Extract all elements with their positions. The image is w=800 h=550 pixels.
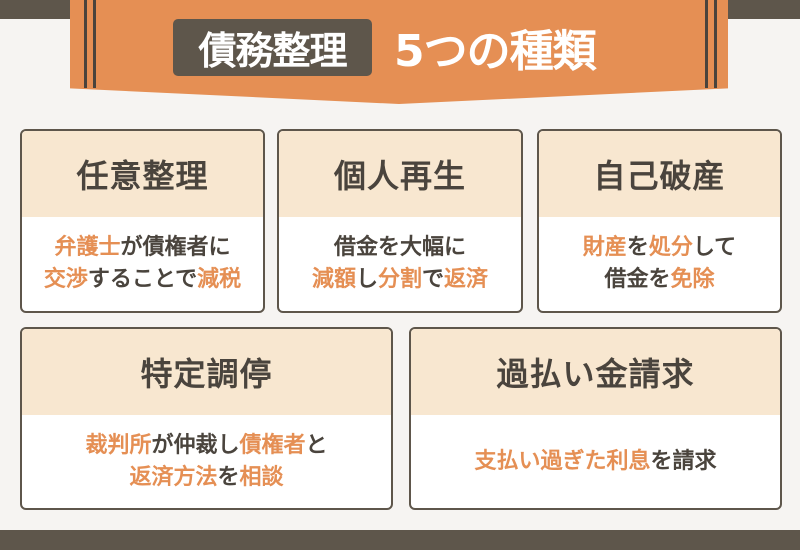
desc-line: 支払い過ぎた利息を請求 xyxy=(474,446,716,478)
card-description: 弁護士が債権者に 交渉することで減税 xyxy=(22,217,263,311)
plain-text: し xyxy=(355,267,378,292)
highlight-text: 支払い過ぎた利息 xyxy=(474,448,651,474)
desc-line: 弁護士が債権者に xyxy=(54,232,230,264)
plain-text: で xyxy=(422,267,445,292)
highlight-text: 財産 xyxy=(582,235,627,260)
card-jiko-hasan: 自己破産 財産を処分して 借金を免除 xyxy=(537,129,782,313)
plain-text: して xyxy=(692,235,737,260)
highlight-text: 分割 xyxy=(377,267,422,292)
highlight-text: 裁判所 xyxy=(85,432,152,458)
desc-line: 裁判所が仲裁し債権者と xyxy=(85,430,327,462)
highlight-text: 債権者 xyxy=(239,432,306,458)
plain-text: を xyxy=(626,235,649,260)
plain-text: を xyxy=(217,464,240,490)
card-nini-seiri: 任意整理 弁護士が債権者に 交渉することで減税 xyxy=(20,129,265,313)
desc-line: 借金を免除 xyxy=(604,264,714,296)
card-description: 財産を処分して 借金を免除 xyxy=(539,217,780,311)
desc-line: 交渉することで減税 xyxy=(44,264,241,296)
card-title: 任意整理 xyxy=(22,131,263,217)
highlight-text: 返済方法 xyxy=(129,464,218,490)
desc-line: 返済方法を相談 xyxy=(129,462,283,494)
card-description: 支払い過ぎた利息を請求 xyxy=(411,415,780,508)
highlight-text: 減額 xyxy=(311,267,356,292)
plain-text: と xyxy=(305,432,328,458)
highlight-text: 免除 xyxy=(670,267,715,292)
card-description: 借金を大幅に 減額し分割で返済 xyxy=(279,217,521,311)
highlight-text: 返済 xyxy=(444,267,489,292)
plain-text: 借金を大幅に xyxy=(333,235,466,260)
plain-text: が仲裁し xyxy=(151,432,240,458)
plain-text: 借金を xyxy=(604,267,671,292)
highlight-text: 減税 xyxy=(197,267,242,292)
banner-stripe-left-1 xyxy=(84,0,87,88)
plain-text: を請求 xyxy=(650,448,717,474)
desc-line: 借金を大幅に xyxy=(334,232,466,264)
desc-line: 減額し分割で返済 xyxy=(312,264,488,296)
card-kojin-saisei: 個人再生 借金を大幅に 減額し分割で返済 xyxy=(277,129,523,313)
highlight-text: 交渉 xyxy=(43,267,88,292)
highlight-text: 相談 xyxy=(239,464,284,490)
plain-text: が債権者に xyxy=(120,235,231,260)
card-title: 過払い金請求 xyxy=(411,329,780,415)
banner-stripe-right-2 xyxy=(714,0,717,88)
card-title: 自己破産 xyxy=(539,131,780,217)
card-kabaraikin-seikyu: 過払い金請求 支払い過ぎた利息を請求 xyxy=(409,327,782,510)
banner-stripe-left-2 xyxy=(93,0,96,88)
card-description: 裁判所が仲裁し債権者と 返済方法を相談 xyxy=(22,415,391,508)
highlight-text: 弁護士 xyxy=(54,235,121,260)
highlight-text: 処分 xyxy=(648,235,693,260)
card-title: 個人再生 xyxy=(279,131,521,217)
desc-line: 財産を処分して xyxy=(583,232,736,264)
banner-stripe-right-1 xyxy=(705,0,708,88)
bottom-decor-bar xyxy=(0,530,800,550)
plain-text: することで xyxy=(87,267,198,292)
card-tokutei-chotei: 特定調停 裁判所が仲裁し債権者と 返済方法を相談 xyxy=(20,327,393,510)
card-title: 特定調停 xyxy=(22,329,391,415)
page-title: 5つの種類 xyxy=(394,26,597,77)
title-badge: 債務整理 xyxy=(173,19,372,76)
